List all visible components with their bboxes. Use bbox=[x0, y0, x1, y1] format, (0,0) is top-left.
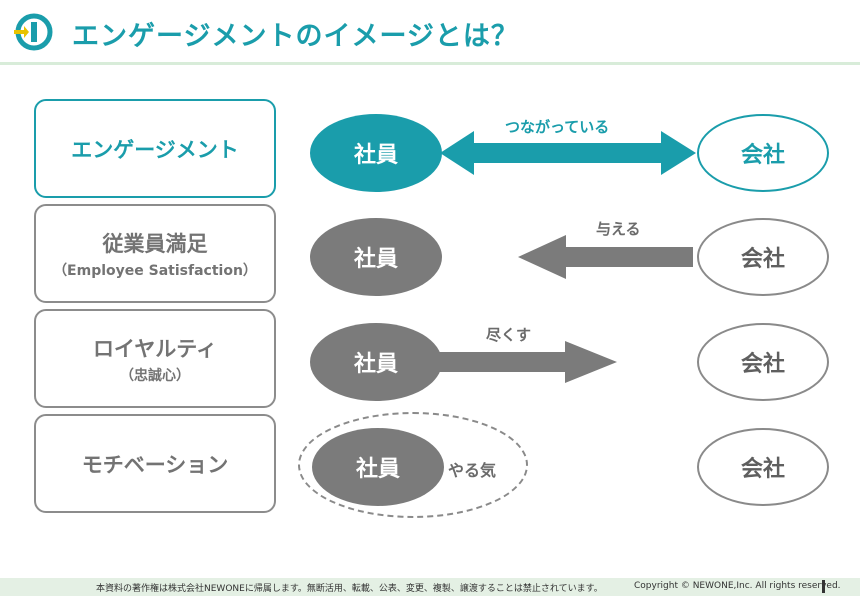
header-divider bbox=[0, 62, 860, 65]
employee-ellipse-motivation: 社員 bbox=[312, 428, 444, 506]
relation-label-satisfaction: 与える bbox=[596, 220, 641, 238]
footer-notice: 本資料の著作権は株式会社NEWONEに帰属します。無断活用、転載、公表、変更、複… bbox=[96, 584, 603, 594]
employee-ellipse-satisfaction: 社員 bbox=[310, 218, 442, 296]
header: エンゲージメントのイメージとは？ bbox=[0, 0, 860, 62]
row-label-title: エンゲージメント bbox=[71, 137, 239, 162]
row-label-title: モチベーション bbox=[81, 452, 229, 477]
footer-bar bbox=[822, 580, 825, 593]
relation-label-engagement: つながっている bbox=[505, 118, 610, 136]
motivation-dashed-ellipse bbox=[298, 412, 528, 518]
row-label-loyalty: ロイヤルティ （忠誠心） bbox=[34, 309, 276, 408]
newone-logo-icon bbox=[14, 13, 53, 51]
company-ellipse-satisfaction: 会社 bbox=[697, 218, 829, 296]
row-label-subtitle: （忠誠心） bbox=[120, 367, 190, 384]
company-ellipse-motivation: 会社 bbox=[697, 428, 829, 506]
employee-ellipse-loyalty: 社員 bbox=[310, 323, 442, 401]
company-ellipse-engagement: 会社 bbox=[697, 114, 829, 192]
relation-label-motivation: やる気 bbox=[448, 461, 497, 480]
row-label-engagement: エンゲージメント bbox=[34, 99, 276, 198]
row-label-subtitle: （Employee Satisfaction） bbox=[53, 262, 257, 279]
company-ellipse-loyalty: 会社 bbox=[697, 323, 829, 401]
page-title: エンゲージメントのイメージとは？ bbox=[72, 21, 519, 52]
row-label-title: ロイヤルティ bbox=[92, 336, 218, 361]
row-label-satisfaction: 従業員満足 （Employee Satisfaction） bbox=[34, 204, 276, 303]
relation-label-loyalty: 尽くす bbox=[486, 326, 532, 344]
row-label-title: 従業員満足 bbox=[102, 231, 208, 256]
row-label-motivation: モチベーション bbox=[34, 414, 276, 513]
footer-copyright: Copyright © NEWONE,Inc. All rights reser… bbox=[634, 581, 841, 591]
employee-ellipse-engagement: 社員 bbox=[310, 114, 442, 192]
footer: 本資料の著作権は株式会社NEWONEに帰属します。無断活用、転載、公表、変更、複… bbox=[0, 578, 860, 596]
